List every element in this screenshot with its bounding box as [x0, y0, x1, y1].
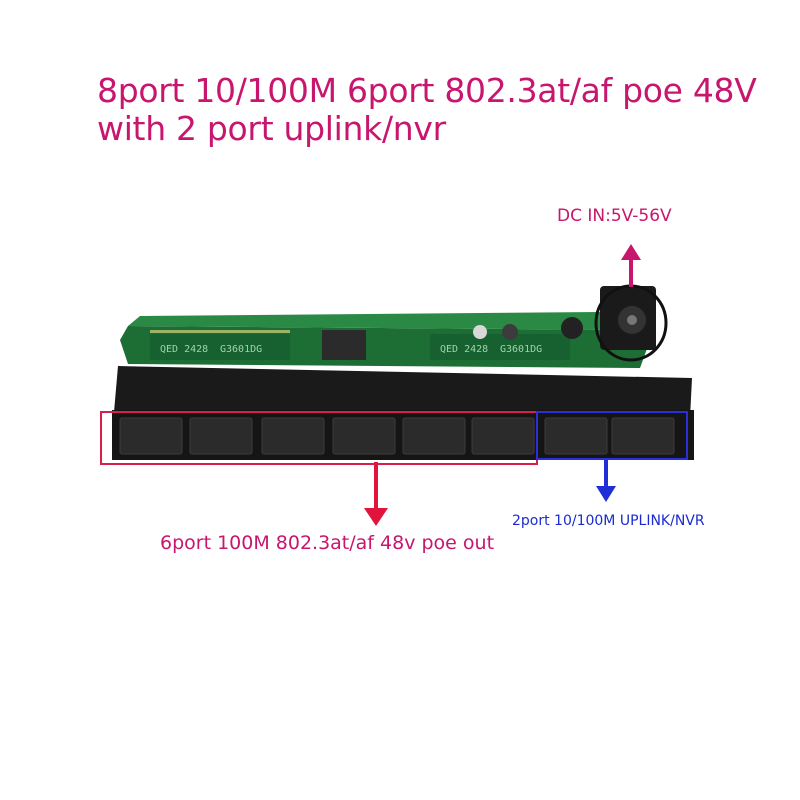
title-line-1: 8port 10/100M 6port 802.3at/af poe 48V [97, 71, 757, 110]
dc-in-label: DC IN:5V-56V [557, 206, 672, 226]
chip-code-right: QED 2428 [440, 344, 488, 355]
chip-label-left: G3601DG [220, 344, 262, 355]
rj45-port [471, 417, 535, 455]
chip-right [430, 334, 570, 360]
uplink-label: 2port 10/100M UPLINK/NVR [512, 513, 705, 529]
product-title: 8port 10/100M 6port 802.3at/af poe 48V w… [97, 72, 757, 148]
chip-label-right: G3601DG [500, 344, 542, 355]
rj45-port [261, 417, 325, 455]
chip-left [150, 334, 290, 360]
poe-out-label: 6port 100M 802.3at/af 48v poe out [160, 532, 495, 554]
capacitor-2 [502, 324, 518, 340]
uplink-ports [544, 417, 675, 455]
rj45-port [402, 417, 466, 455]
poe-arrow [364, 462, 388, 526]
rj45-port [611, 417, 675, 455]
dc-arrow [621, 244, 641, 287]
rj45-port [332, 417, 396, 455]
chip-code-left: QED 2428 [160, 344, 208, 355]
uplink-arrow [596, 460, 616, 502]
poe-ports [119, 417, 535, 455]
rj45-port [119, 417, 183, 455]
uplink-ports-box [536, 411, 688, 460]
capacitor-3 [561, 317, 583, 339]
capacitor-1 [473, 325, 487, 339]
rj45-port [189, 417, 253, 455]
pcb-board: QED 2428 G3601DG QED 2428 G3601DG [120, 312, 648, 368]
controller-chip [322, 330, 366, 360]
dc-jack [600, 286, 656, 350]
rj45-port [544, 417, 608, 455]
title-line-2: with 2 port uplink/nvr [97, 109, 446, 148]
